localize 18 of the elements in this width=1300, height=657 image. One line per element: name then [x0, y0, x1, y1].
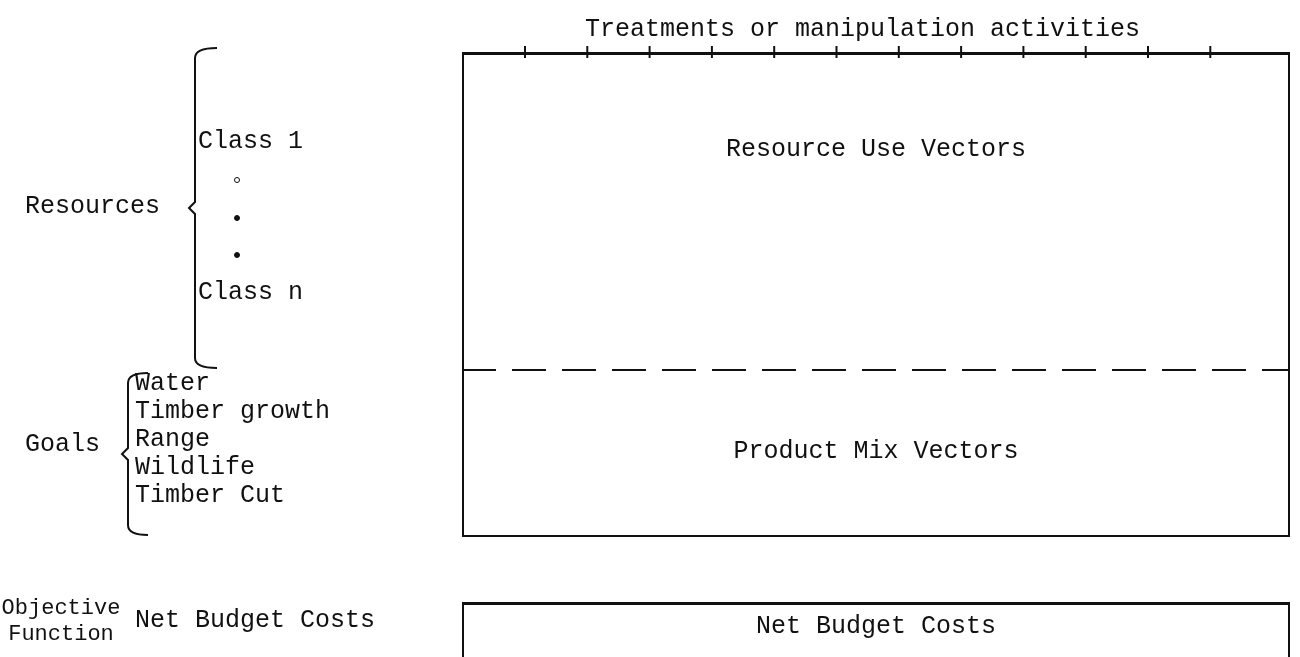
matrix-lower-region	[462, 370, 1290, 537]
row-label: Class 1	[198, 128, 304, 156]
row-label: Range	[135, 426, 210, 454]
matrix-upper-region	[462, 52, 1290, 370]
row-label: Water	[135, 370, 210, 398]
row-label: Net Budget Costs	[135, 607, 376, 635]
group-label: Resources	[25, 193, 161, 221]
matrix-label: Net Budget Costs	[755, 613, 996, 641]
group-label: Goals	[25, 431, 100, 459]
row-label: Class n	[198, 279, 304, 307]
row-label: Timber growth	[135, 398, 331, 426]
group-label: Objective Function	[0, 596, 122, 648]
objective-row-box	[462, 602, 1290, 657]
axis-heading: Treatments or manipulation activities	[585, 16, 1141, 44]
matrix-label: Product Mix Vectors	[733, 438, 1019, 466]
matrix-label: Resource Use Vectors	[725, 136, 1027, 164]
row-label: Timber Cut	[135, 482, 286, 510]
row-label: Wildlife	[135, 454, 256, 482]
